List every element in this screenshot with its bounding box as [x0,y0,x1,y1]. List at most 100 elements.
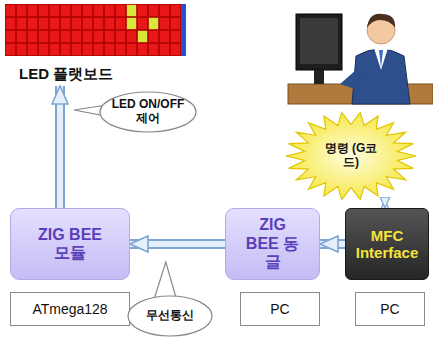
arrow-body [320,241,345,247]
led-cell [127,5,136,16]
led-cell [149,5,158,16]
led-cell [61,18,70,29]
led-cell [94,31,103,42]
arrow-outline [130,239,225,249]
led-cell [72,18,81,29]
led-cell [72,31,81,42]
led-cell [39,44,48,55]
led-cell [149,44,158,55]
mcu-label-box: ATmega128 [10,292,130,326]
led-cell [17,5,26,16]
led-cell [72,44,81,55]
flow-arrow [130,244,225,245]
bubble-ellipse [128,296,212,336]
led-cell [138,44,147,55]
led-cell [160,18,169,29]
led-cell [116,44,125,55]
led-cell [116,31,125,42]
led-cell [127,18,136,29]
led-cell [116,5,125,16]
led-cell [83,18,92,29]
led-cell [94,5,103,16]
led-cell [6,5,15,16]
monitor [296,14,342,70]
led-cell [6,44,15,55]
monitor-stand [314,70,324,84]
zigbee-module-box: ZIG BEE 모듈 [10,208,130,280]
tie [379,50,383,68]
led-cell [149,31,158,42]
node-label: MFC Interface [349,227,425,262]
starburst [286,112,416,199]
led-cell [94,44,103,55]
command-starburst: 명령 (G코드) [286,112,416,200]
led-cell [50,44,59,55]
led-cell [160,44,169,55]
led-cell [105,5,114,16]
board-edge [181,4,186,56]
led-cell [28,18,37,29]
led-cell [17,31,26,42]
led-board: LED 플랫보드 [5,4,191,86]
led-cell [17,18,26,29]
node-label: PC [270,301,289,317]
led-cell [50,5,59,16]
mfc-interface-box: MFC Interface [345,208,429,280]
bubble-joint [155,297,175,303]
led-grid [5,4,191,58]
led-cell [171,44,180,55]
arrow-body [57,86,63,208]
node-label: 명령 (G코드) [320,142,382,170]
led-cell [160,5,169,16]
led-cell [17,44,26,55]
led-cell [6,31,15,42]
led-cell [50,31,59,42]
pc-label-box: PC [240,292,320,326]
node-label: LED 플랫보드 [19,65,113,82]
callout-bubble: LED ON/OFF 제어 [100,92,196,132]
arm [340,70,362,88]
led-cell [83,31,92,42]
flow-arrow [60,86,61,208]
led-cell [160,31,169,42]
arrow-outline [55,86,65,208]
arrow-body [130,241,225,247]
led-cell [149,18,158,29]
node-label: ATmega128 [32,301,107,317]
led-cell [171,31,180,42]
person-at-computer [288,14,433,104]
node-label: 무선통신 [146,309,194,323]
led-cell [105,18,114,29]
led-cell [61,31,70,42]
zigbee-dongle-box: ZIG BEE 동글 [225,208,320,280]
led-cell [28,31,37,42]
led-cell [171,18,180,29]
node-label: PC [380,301,399,317]
led-cell [6,18,15,29]
arrow-body [384,200,386,208]
led-cell [171,5,180,16]
led-cell [116,18,125,29]
led-cell [28,5,37,16]
node-label: LED ON/OFF 제어 [110,98,186,126]
led-cell [61,44,70,55]
led-cell [39,31,48,42]
led-cell [138,18,147,29]
led-cell [127,44,136,55]
arrow-outline [320,239,345,249]
led-cell [105,44,114,55]
flow-arrow [320,244,345,245]
led-cell [83,44,92,55]
led-cell [127,31,136,42]
led-cell [94,18,103,29]
led-cell [61,5,70,16]
led-cell [105,31,114,42]
led-cell [39,18,48,29]
led-cell [28,44,37,55]
node-label: ZIG BEE 모듈 [29,226,111,263]
node-label: ZIG BEE 동글 [244,216,301,271]
flow-arrow [385,200,386,208]
arrow-outline [383,200,387,208]
led-cell [50,18,59,29]
led-cell [72,5,81,16]
